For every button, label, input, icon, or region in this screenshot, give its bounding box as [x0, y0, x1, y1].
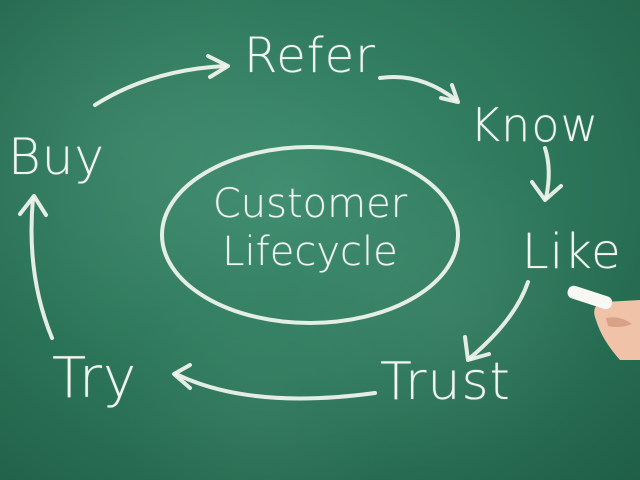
center-label: Customer Lifecycle: [170, 180, 450, 276]
word-like: Like: [522, 224, 622, 280]
hand-with-chalk-icon: [567, 285, 640, 360]
word-trust: Trust: [380, 352, 511, 412]
center-label-line-2: Lifecycle: [222, 229, 398, 275]
arrow-head-refer-to-know: [439, 83, 460, 104]
arrow-head-like-to-trust: [463, 335, 491, 362]
arrow-buy-to-refer: [93, 64, 227, 107]
arrow-head-know-to-like: [530, 180, 563, 202]
word-refer: Refer: [244, 28, 376, 84]
center-label-line-1: Customer: [212, 181, 408, 227]
word-try: Try: [52, 346, 138, 411]
arrow-like-to-trust: [468, 280, 530, 360]
word-buy: Buy: [8, 128, 106, 186]
arrow-try-to-buy: [29, 196, 54, 340]
arrow-trust-to-try: [174, 372, 377, 401]
arrow-head-trust-to-try: [172, 363, 192, 390]
arrow-head-buy-to-refer: [206, 54, 230, 79]
center-ellipse: [160, 145, 460, 325]
arrow-head-try-to-buy: [18, 194, 48, 217]
word-know: Know: [470, 98, 600, 152]
arrow-refer-to-know: [378, 74, 458, 102]
arrow-know-to-like: [543, 146, 551, 200]
